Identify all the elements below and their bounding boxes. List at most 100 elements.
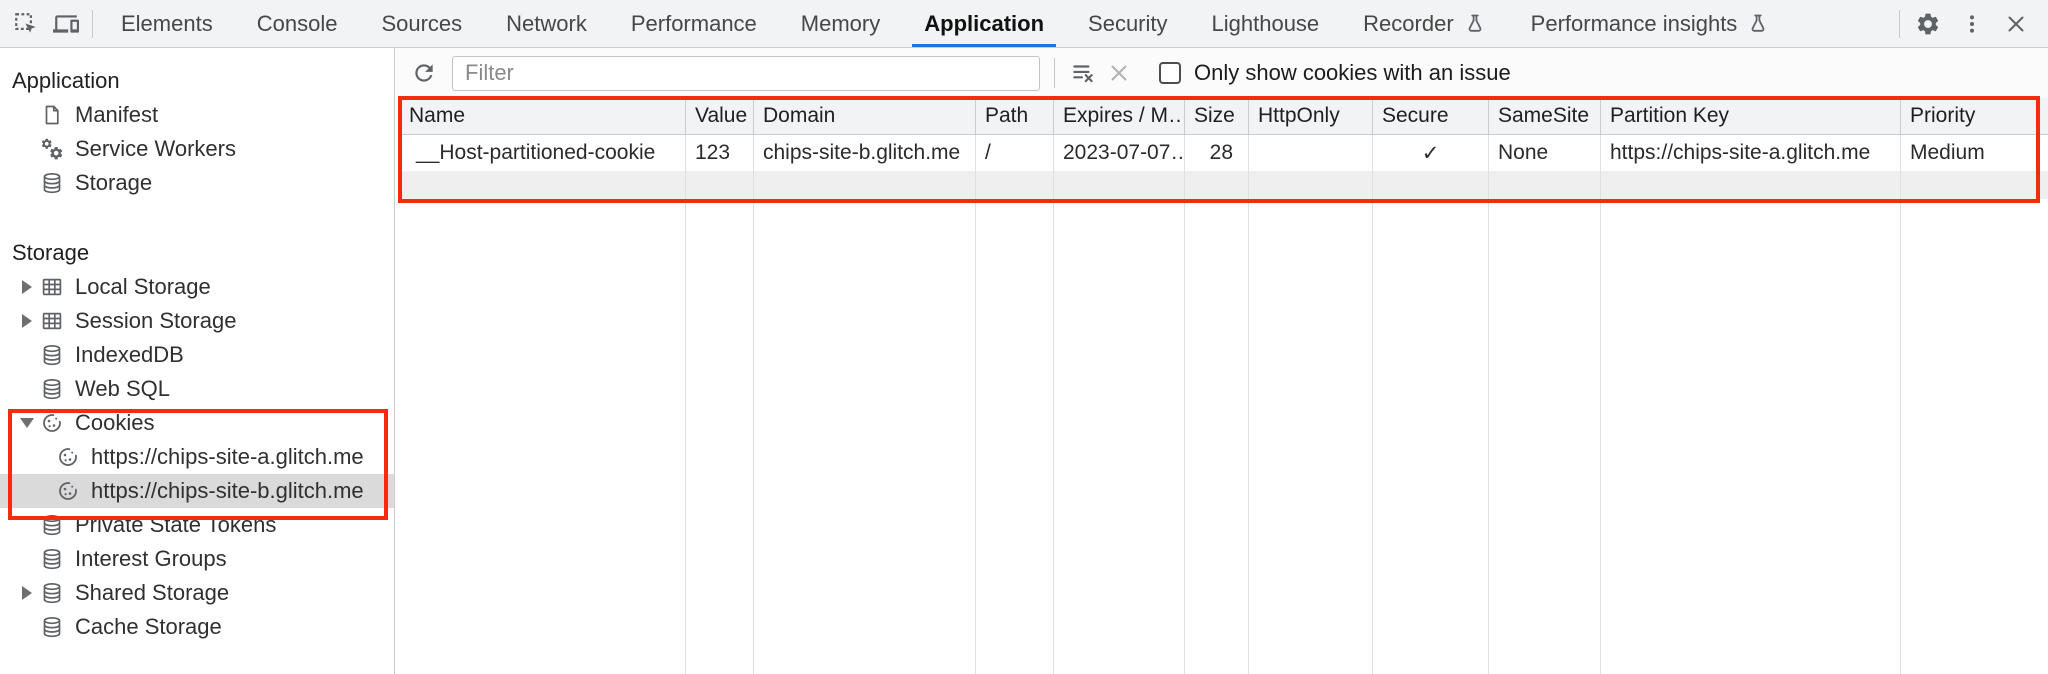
close-icon	[2004, 12, 2028, 36]
expander-expanded-icon[interactable]	[14, 418, 40, 428]
expander-collapsed-icon[interactable]	[14, 586, 40, 600]
column-header-value[interactable]: Value	[686, 98, 754, 135]
section-header-application: Application	[0, 64, 394, 98]
tab-elements[interactable]: Elements	[99, 0, 235, 47]
empty-table-area	[686, 199, 754, 674]
database-icon	[40, 547, 64, 571]
inspect-element-button[interactable]	[6, 0, 46, 47]
cookie-icon	[56, 445, 80, 469]
sidebar-item-label: https://chips-site-a.glitch.me	[91, 444, 364, 469]
column-header-samesite[interactable]: SameSite	[1489, 98, 1601, 135]
tab-application[interactable]: Application	[902, 0, 1066, 47]
tab-label: Memory	[800, 10, 881, 36]
application-panel-sidebar: Application Manifest Service Workers Sto…	[0, 48, 395, 674]
expander-collapsed-icon[interactable]	[14, 314, 40, 328]
column-header-size[interactable]: Size	[1185, 98, 1249, 135]
column-header-priority[interactable]: Priority	[1901, 98, 2048, 135]
tab-lighthouse[interactable]: Lighthouse	[1190, 0, 1342, 47]
cookies-toolbar: Only show cookies with an issue	[396, 48, 2048, 98]
sidebar-item-indexeddb[interactable]: IndexedDB	[0, 338, 394, 372]
close-icon	[1107, 61, 1131, 85]
tab-performance-insights[interactable]: Performance insights	[1509, 0, 1793, 47]
cookie-row-domain-cell[interactable]: chips-site-b.glitch.me	[754, 135, 976, 171]
tab-label: Performance insights	[1530, 10, 1738, 36]
column-header-name[interactable]: Name	[400, 98, 686, 135]
database-icon	[40, 581, 64, 605]
cookie-row-samesite-cell[interactable]: None	[1489, 135, 1601, 171]
sidebar-item-label: https://chips-site-b.glitch.me	[91, 478, 364, 503]
close-devtools-button[interactable]	[1994, 12, 2038, 36]
tab-label: Lighthouse	[1211, 10, 1320, 36]
tab-console[interactable]: Console	[235, 0, 360, 47]
cookie-row-value-cell[interactable]: 123	[686, 135, 754, 171]
tab-performance[interactable]: Performance	[609, 0, 779, 47]
sidebar-item-cache-storage[interactable]: Cache Storage	[0, 610, 394, 644]
sidebar-item-private-state-tokens[interactable]: Private State Tokens	[0, 508, 394, 542]
tab-network[interactable]: Network	[484, 0, 609, 47]
section-header-label: Storage	[12, 240, 90, 265]
sidebar-item-shared-storage[interactable]: Shared Storage	[0, 576, 394, 610]
experiment-flask-icon	[1746, 12, 1770, 36]
cookie-row-priority-cell[interactable]: Medium	[1901, 135, 2048, 171]
cookie-row-expires-cell[interactable]: 2023-07-07…	[1054, 135, 1185, 171]
sidebar-item-label: Cache Storage	[75, 614, 222, 639]
empty-table-area	[1185, 199, 1249, 674]
device-toolbar-icon	[53, 11, 79, 37]
cookies-pane: Only show cookies with an issue Name Val…	[396, 48, 2048, 674]
clear-all-cookies-button[interactable]	[1065, 55, 1101, 91]
column-header-domain[interactable]: Domain	[754, 98, 976, 135]
sidebar-item-label: Local Storage	[75, 274, 211, 299]
tab-label: Application	[924, 10, 1045, 36]
sidebar-item-cookies-chips-site-a[interactable]: https://chips-site-a.glitch.me	[0, 440, 394, 474]
cookie-row-httponly-cell[interactable]	[1249, 135, 1373, 171]
tab-label: Recorder	[1363, 10, 1454, 36]
delete-selected-cookie-button[interactable]	[1101, 55, 1137, 91]
refresh-button[interactable]	[406, 55, 442, 91]
cookie-row-name-cell[interactable]: __Host-partitioned-cookie	[400, 135, 686, 171]
sidebar-item-manifest[interactable]: Manifest	[0, 98, 394, 132]
column-header-expires[interactable]: Expires / M…	[1054, 98, 1185, 135]
empty-table-area	[400, 199, 686, 674]
toolbar-divider	[92, 9, 93, 38]
sidebar-item-label: Service Workers	[75, 136, 236, 161]
sidebar-item-label: Private State Tokens	[75, 512, 277, 537]
tab-memory[interactable]: Memory	[779, 0, 902, 47]
sidebar-item-cookies[interactable]: Cookies	[0, 406, 394, 440]
cookie-row-size-cell[interactable]: 28	[1185, 135, 1249, 171]
sidebar-item-session-storage[interactable]: Session Storage	[0, 304, 394, 338]
sidebar-item-interest-groups[interactable]: Interest Groups	[0, 542, 394, 576]
tab-recorder[interactable]: Recorder	[1341, 0, 1508, 47]
empty-table-area	[754, 199, 976, 674]
database-icon	[40, 343, 64, 367]
sidebar-item-label: IndexedDB	[75, 342, 184, 367]
only-issue-checkbox[interactable]	[1159, 62, 1181, 84]
column-header-path[interactable]: Path	[976, 98, 1054, 135]
clear-all-icon	[1070, 60, 1096, 86]
sidebar-item-cookies-chips-site-b[interactable]: https://chips-site-b.glitch.me	[0, 474, 394, 508]
tab-security[interactable]: Security	[1066, 0, 1189, 47]
expander-collapsed-icon[interactable]	[14, 280, 40, 294]
empty-stripe-cell	[1373, 171, 1489, 199]
cookie-row-partition-key-cell[interactable]: https://chips-site-a.glitch.me	[1601, 135, 1901, 171]
column-header-secure[interactable]: Secure	[1373, 98, 1489, 135]
empty-table-area	[1601, 199, 1901, 674]
filter-input[interactable]	[452, 55, 1040, 91]
sidebar-item-storage[interactable]: Storage	[0, 166, 394, 200]
empty-stripe-cell	[1054, 171, 1185, 199]
column-header-partition-key[interactable]: Partition Key	[1601, 98, 1901, 135]
empty-stripe-cell	[1901, 171, 2048, 199]
sidebar-item-local-storage[interactable]: Local Storage	[0, 270, 394, 304]
tab-sources[interactable]: Sources	[359, 0, 484, 47]
sidebar-item-service-workers[interactable]: Service Workers	[0, 132, 394, 166]
toggle-device-toolbar-button[interactable]	[46, 0, 86, 47]
settings-button[interactable]	[1906, 11, 1950, 37]
cookie-row-path-cell[interactable]: /	[976, 135, 1054, 171]
column-header-httponly[interactable]: HttpOnly	[1249, 98, 1373, 135]
refresh-icon	[411, 60, 437, 86]
sidebar-item-web-sql[interactable]: Web SQL	[0, 372, 394, 406]
only-issue-checkbox-label[interactable]: Only show cookies with an issue	[1194, 60, 1511, 85]
cookie-icon	[40, 411, 64, 435]
empty-table-area	[1373, 199, 1489, 674]
more-options-button[interactable]	[1950, 12, 1994, 36]
cookie-row-secure-cell[interactable]: ✓	[1373, 135, 1489, 171]
